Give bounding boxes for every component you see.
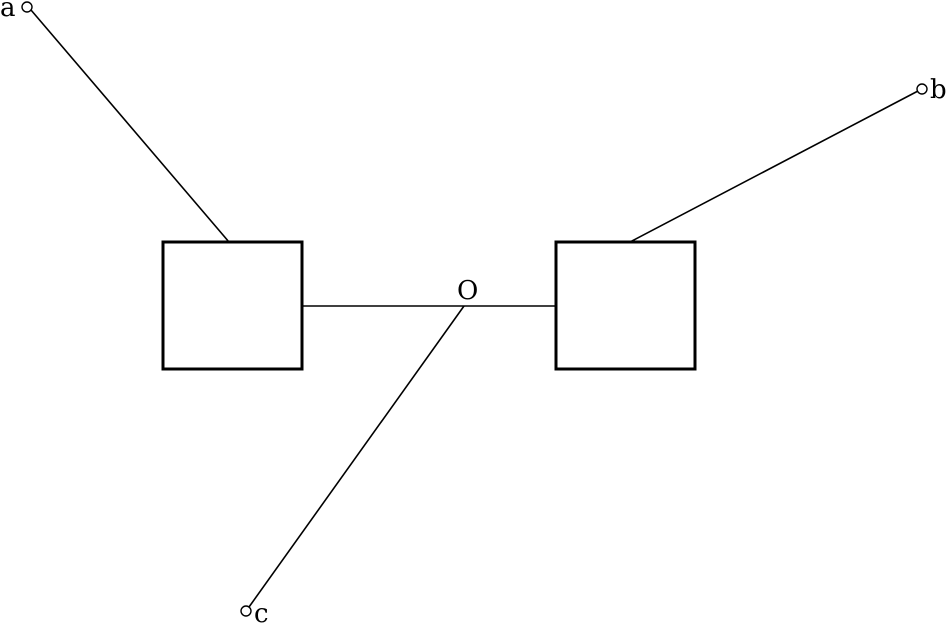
terminal-c-label: c [254,599,269,624]
right-component-box [554,240,697,371]
terminal-c-circle [240,605,252,617]
terminal-b-label: b [930,75,947,105]
terminal-a-circle [21,1,33,13]
wire-a-to-left-box [30,9,230,243]
node-o-label: O [457,276,478,306]
terminal-b-circle [916,83,928,95]
wire-o-to-c [248,305,465,608]
left-component-box [161,240,304,371]
terminal-a-label: a [0,0,16,23]
wire-b-to-right-box [629,90,919,243]
